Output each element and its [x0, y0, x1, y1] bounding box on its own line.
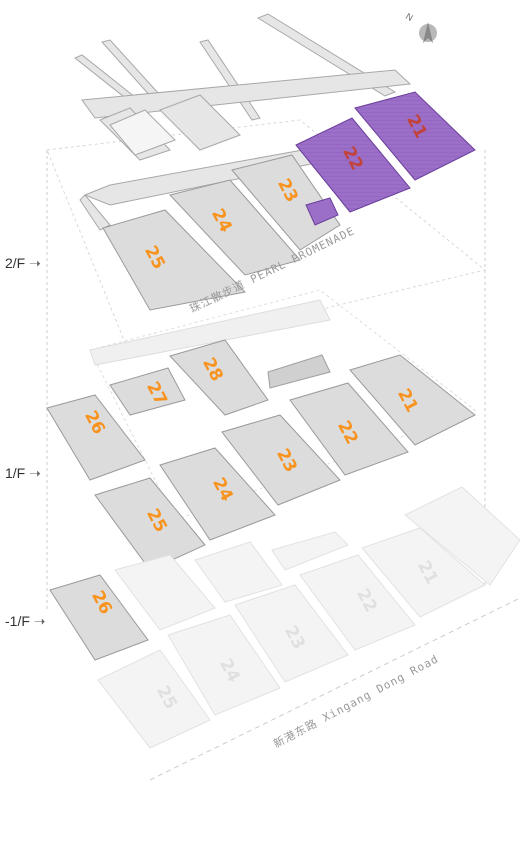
floor-label-1f-text: 1/F [5, 465, 26, 481]
compass: N [404, 11, 437, 43]
floor-2f: 25 24 23 22 21 珠江散步道 PEARL PROMENADE [46, 13, 487, 356]
hall-1f-21[interactable]: 21 [349, 354, 476, 446]
floor-label-1f: 1/F ➝ [5, 465, 41, 482]
corridor-structure [74, 13, 412, 231]
hall-b1-faded [97, 486, 520, 749]
hall-2f-23[interactable]: 23 [231, 154, 341, 251]
hall-2f-21-highlight[interactable]: 21 [354, 91, 476, 181]
hall-1f-27[interactable]: 27 [109, 367, 186, 416]
hall-2f-24[interactable]: 24 [169, 179, 301, 276]
hall-1f-28[interactable]: 28 [169, 339, 269, 416]
floor-label-b1: -1/F ➝ [5, 613, 46, 630]
floor-1f-outline [89, 289, 477, 521]
arrow-right-icon: ➝ [33, 613, 46, 629]
hall-1f-22[interactable]: 22 [289, 382, 409, 476]
hall-2f-22-highlight[interactable]: 22 [295, 117, 411, 226]
hall-1f-25[interactable]: 25 [94, 477, 206, 571]
hall-1f-24[interactable]: 24 [159, 447, 276, 541]
hall-b1-26[interactable]: 26 [49, 574, 149, 661]
hall-2f-25[interactable]: 25 [102, 209, 247, 311]
arrow-right-icon: ➝ [29, 465, 41, 481]
hall-1f-23[interactable]: 23 [221, 414, 341, 506]
floor-label-b1-text: -1/F [5, 613, 30, 629]
north-label: N [404, 11, 415, 23]
floor-b1: 25 24 23 22 21 26 [49, 486, 520, 749]
floor-label-2f: 2/F ➝ [5, 255, 41, 272]
floor-1f: 26 27 28 25 24 23 22 21 [46, 289, 477, 571]
hall-1f-26[interactable]: 26 [46, 394, 146, 481]
arrow-right-icon: ➝ [29, 255, 41, 271]
floor-label-2f-text: 2/F [5, 255, 26, 271]
